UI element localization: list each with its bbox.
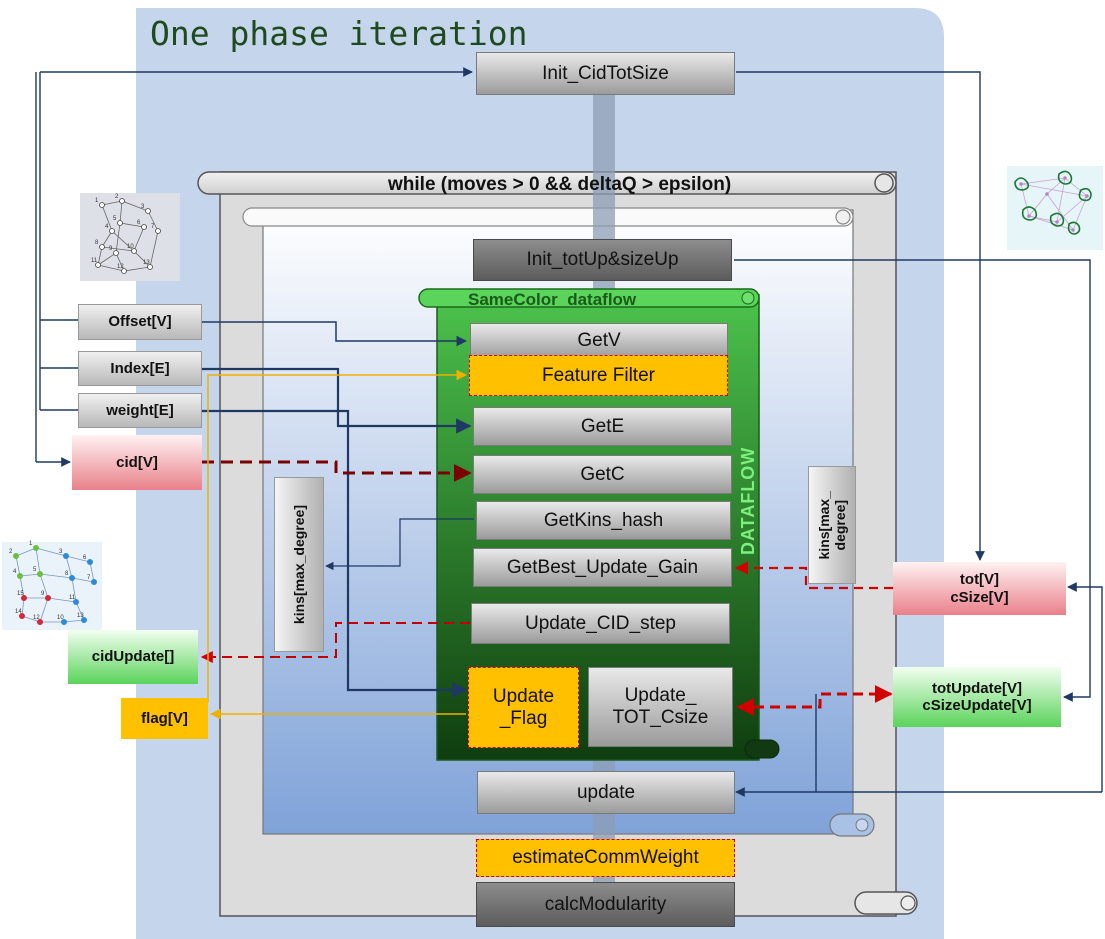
graph-node-label: 9	[41, 591, 45, 597]
tot-to-getbest-line	[734, 561, 893, 590]
graph-node-label: 11	[69, 595, 76, 601]
estimate-comm-weight-step: estimateCommWeight	[476, 839, 735, 877]
graph-node-label: 12	[33, 615, 40, 621]
offset-array: Offset[V]	[78, 304, 202, 340]
graph-node-label: 14	[15, 609, 22, 615]
diagram-title: One phase iteration	[150, 14, 528, 53]
graph-node-label: 2	[9, 549, 13, 555]
graph-node-label: 15	[17, 591, 24, 597]
graph-node-label: 9	[109, 246, 113, 252]
getbest-update-gain-step: GetBest_Update_Gain	[473, 548, 732, 587]
init-totup-sizeup-step: Init_totUp&sizeUp	[473, 239, 732, 281]
graph-thumbnail-colored	[2, 542, 102, 630]
kins-max-degree-left: kins[max_degree]	[274, 477, 324, 652]
update-step: update	[477, 771, 735, 814]
offset-to-getv-line	[202, 321, 468, 347]
weight-array: weight[E]	[78, 393, 202, 428]
flag-array: flag[V]	[121, 698, 208, 739]
graph-node-label: 5	[33, 567, 37, 573]
graph-node-label: 7	[151, 224, 155, 230]
updatecid-to-cidupdate-line	[200, 622, 470, 663]
graph-node-label: 6	[83, 555, 87, 561]
dataflow-title: SameColor_dataflow	[468, 290, 637, 309]
graph-node-label: 13	[77, 613, 84, 619]
cid-update-array: cidUpdate[]	[68, 630, 198, 684]
weight-to-gete-line	[202, 409, 468, 698]
graph-node-label: 3	[141, 204, 145, 210]
getkins-hash-step: GetKins_hash	[476, 501, 731, 540]
tot-csize-update-array: totUpdate[V] cSizeUpdate[V]	[893, 667, 1061, 727]
dataflow-side-label: DATAFLOW	[738, 446, 758, 555]
getkins-to-kins-line	[325, 518, 474, 571]
index-array: Index[E]	[78, 351, 202, 386]
graph-node-label: 1	[29, 541, 33, 547]
update-flag-step: Update _Flag	[468, 667, 579, 748]
init-cid-tot-size-step: Init_CidTotSize	[476, 52, 735, 95]
graph-node-label: 4	[105, 224, 109, 230]
update-cid-step: Update_CID_step	[471, 603, 730, 644]
graph-node-label: 2	[115, 194, 119, 200]
kins-max-degree-right-text: kins[max_ degree]	[816, 490, 848, 560]
updatetot-totupdate-line	[736, 685, 893, 716]
gete-step: GetE	[473, 407, 732, 446]
update-tot-csize-step: Update_ TOT_Csize	[588, 667, 733, 747]
index-to-gete-line	[202, 367, 472, 434]
input-trunk-lines	[35, 67, 473, 467]
getc-step: GetC	[473, 455, 732, 494]
getv-step: GetV	[470, 323, 728, 359]
graph-node-label: 8	[65, 571, 69, 577]
graph-node-label: 12	[117, 264, 124, 270]
graph-node-label: 7	[87, 575, 91, 581]
kins-max-degree-left-text: kins[max_degree]	[291, 504, 307, 625]
graph-node-label: 10	[57, 615, 64, 621]
graph-node-label: 11	[91, 258, 98, 264]
loop-condition-label: while (moves > 0 && deltaQ > epsilon)	[388, 174, 732, 195]
kins-max-degree-right: kins[max_ degree]	[808, 466, 856, 584]
graph-node-label: 1	[95, 198, 99, 204]
graph-node-label: 6	[137, 220, 141, 226]
graph-node-label: 10	[127, 244, 134, 250]
graph-thumbnail-communities	[1007, 166, 1103, 250]
flag-loop-line	[207, 369, 468, 720]
cid-to-getc-line	[202, 460, 472, 482]
tot-csize-array: tot[V] cSize[V]	[893, 562, 1066, 615]
graph-node-label: 5	[113, 216, 117, 222]
graph-node-label: 3	[59, 549, 63, 555]
feature-filter-step: Feature Filter	[469, 355, 728, 396]
graph-thumbnail-top-left	[80, 193, 180, 281]
calc-modularity-step: calcModularity	[476, 882, 735, 927]
cid-array: cid[V]	[72, 435, 202, 490]
graph-node-label: 8	[95, 240, 99, 246]
right-side-lines	[734, 71, 1103, 797]
graph-node-label: 4	[13, 569, 17, 575]
graph-node-label: 13	[143, 260, 150, 266]
